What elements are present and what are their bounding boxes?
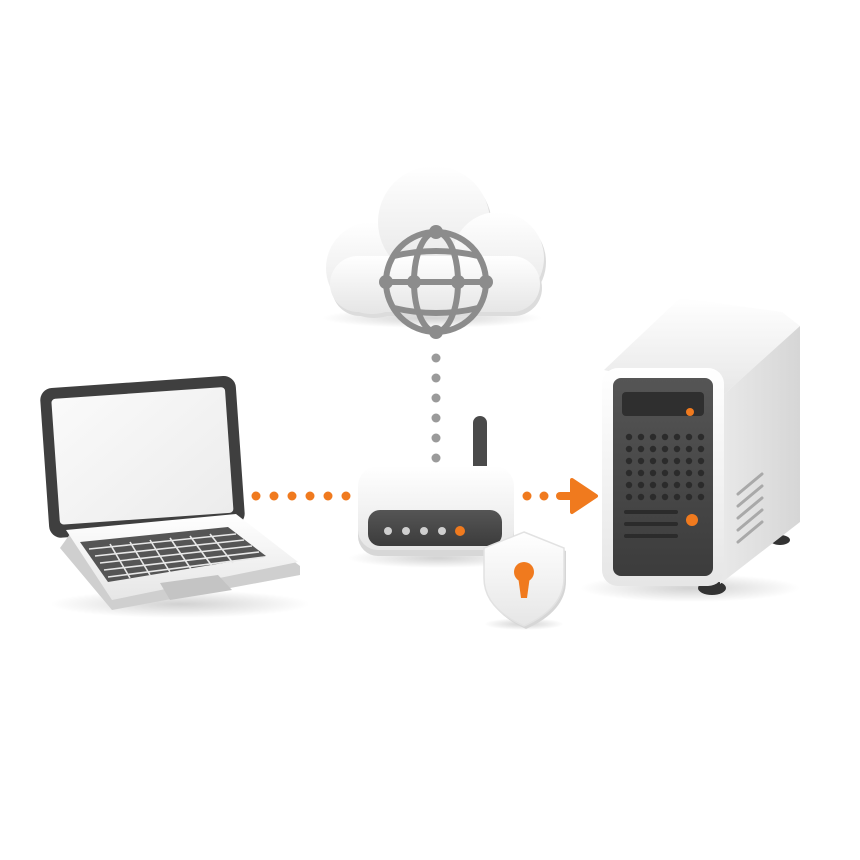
laptop-trackpad [160,575,232,600]
arrow-head-icon [570,478,598,514]
laptop-screen [51,387,234,525]
server-front-slots [624,510,678,538]
server-side [720,326,800,584]
laptop-icon [40,375,310,618]
server-power-led [686,514,698,526]
router-front-panel [368,510,502,546]
server-side-vents [736,472,764,544]
server-drive-led [686,408,694,416]
router-antenna [473,416,487,478]
keyhole-icon [514,562,534,598]
globe-nodes [379,225,493,339]
router-status-leds [384,526,465,536]
laptop-keys [88,533,265,579]
server-tower-icon [580,298,800,602]
server-drive-bay [622,392,704,416]
router-icon [348,416,528,568]
shield-keyhole-icon [483,531,566,630]
connector-router-server [522,478,598,514]
connector-cloud-router [431,353,441,463]
server-front-panel [613,378,713,576]
cloud-body [326,166,544,314]
server-vent-grid [625,433,705,501]
connector-laptop-router [251,491,351,501]
cloud-globe-icon [322,166,546,339]
